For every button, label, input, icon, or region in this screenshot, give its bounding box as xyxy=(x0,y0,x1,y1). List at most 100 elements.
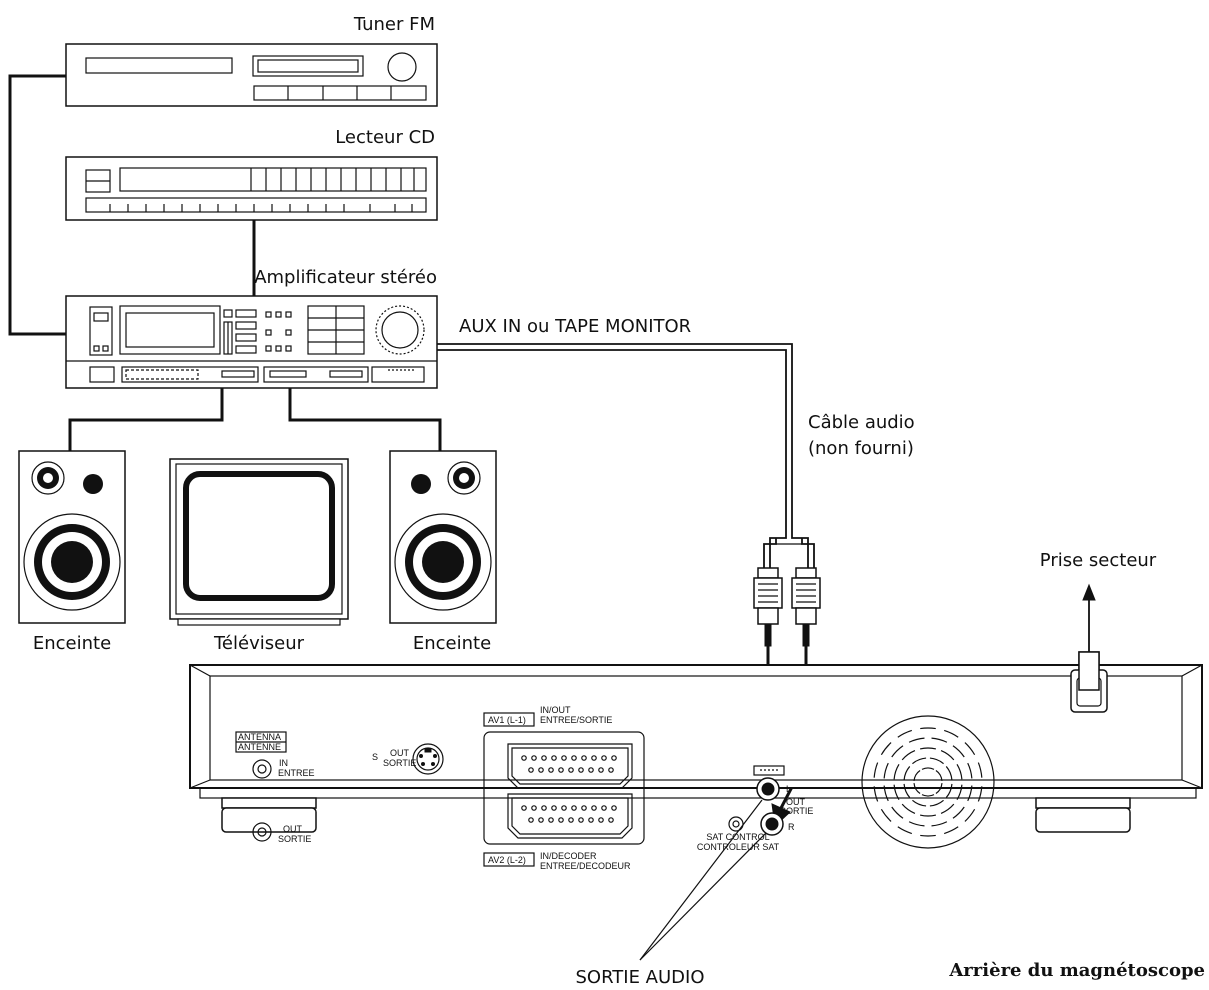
scart-pin xyxy=(611,805,617,811)
fan-slot xyxy=(880,742,892,756)
scart-pin xyxy=(588,767,594,773)
tuner-label: Tuner FM xyxy=(353,14,435,35)
scart-pin xyxy=(521,805,527,811)
scart-pin xyxy=(581,755,587,761)
s-video-label: S xyxy=(372,752,378,762)
vcr-rear-label: Arrière du magnétoscope xyxy=(948,960,1205,981)
cd-player xyxy=(65,156,438,221)
scart-pin xyxy=(608,817,614,823)
scart-pin xyxy=(548,817,554,823)
aux-label: AUX IN ou TAPE MONITOR xyxy=(459,316,691,337)
antenna-out-label-2: SORTIE xyxy=(278,834,311,844)
scart-pin xyxy=(598,767,604,773)
fan-slot xyxy=(921,794,935,797)
antenna-out-jack xyxy=(252,822,272,842)
fan-slot xyxy=(945,766,953,781)
right-speaker-label: Enceinte xyxy=(413,633,491,654)
antenna-in-jack xyxy=(252,759,272,779)
audio-out-pointer xyxy=(639,799,767,961)
scart-pin xyxy=(551,805,557,811)
sat-label-2: CONTROLEUR SAT xyxy=(697,842,780,852)
fan-slot xyxy=(883,762,889,779)
audio-r-label: R xyxy=(788,822,795,832)
cd-label: Lecteur CD xyxy=(335,127,435,148)
scart-pin xyxy=(531,755,537,761)
fan-slot xyxy=(977,762,983,778)
av2-box xyxy=(483,852,535,867)
audio-out-bracket xyxy=(753,765,785,776)
tuner-fm xyxy=(65,43,438,107)
fan-slot xyxy=(977,786,983,802)
scart-pin xyxy=(521,755,527,761)
fan-slot xyxy=(967,762,973,779)
scart-pin xyxy=(591,755,597,761)
fan-slot xyxy=(919,814,937,817)
fan-slot xyxy=(956,763,963,780)
fan-slot xyxy=(901,750,916,761)
cd-buttons xyxy=(250,168,415,191)
fan-slot xyxy=(903,783,911,798)
fan-slot xyxy=(920,727,936,730)
fan-slot xyxy=(908,737,925,743)
av1-box xyxy=(483,712,535,727)
fan-slot xyxy=(883,785,889,802)
scart-pin xyxy=(611,755,617,761)
scart-pin xyxy=(541,805,547,811)
scart-pin xyxy=(538,767,544,773)
antenna-in-label-2: ENTREE xyxy=(278,768,315,778)
fan-slot xyxy=(873,786,879,802)
scart-pin xyxy=(578,767,584,773)
av2-desc-1: IN/DECODER xyxy=(540,851,597,861)
left-speaker xyxy=(18,450,126,624)
scart-pin xyxy=(558,817,564,823)
audio-out-jack-r xyxy=(760,812,784,836)
fan-slot xyxy=(956,784,963,801)
av1-desc-1: IN/OUT xyxy=(540,705,571,715)
fan-slot xyxy=(929,757,944,765)
fan-slot xyxy=(901,803,916,814)
scart-pin xyxy=(581,805,587,811)
scart-pin xyxy=(568,817,574,823)
fan-slot xyxy=(940,803,955,814)
scart-pin xyxy=(608,767,614,773)
fan-slot xyxy=(931,737,948,743)
scart-pin xyxy=(588,817,594,823)
antenna-in-label-1: IN xyxy=(279,758,288,768)
fan-slot xyxy=(873,762,879,778)
scart-panel xyxy=(483,731,645,845)
scart-pin xyxy=(591,805,597,811)
fan-slot xyxy=(931,821,948,827)
fan-slot xyxy=(891,745,904,758)
vcr-rear-panel xyxy=(189,664,1203,833)
scart-pin xyxy=(528,817,534,823)
scart-pin xyxy=(531,805,537,811)
amp-left-speaker-cable xyxy=(68,388,224,451)
audio-cable xyxy=(437,343,815,568)
fan-slot xyxy=(964,808,976,822)
right-speaker xyxy=(389,450,497,624)
fan-slot xyxy=(897,826,913,835)
av1-label: AV1 (L-1) xyxy=(488,715,526,725)
cable-label-2: (non fourni) xyxy=(808,438,914,459)
scart-pins xyxy=(521,755,617,823)
audio-out-label: SORTIE AUDIO xyxy=(575,967,704,988)
scart-pin xyxy=(598,817,604,823)
fan-slot xyxy=(920,834,936,837)
fan-grille xyxy=(861,715,995,849)
audio-out-label-1: OUT xyxy=(786,797,806,807)
fan-slot xyxy=(897,729,913,738)
fan-slot xyxy=(919,747,937,750)
s-out-label-1: OUT xyxy=(390,748,410,758)
audio-out-jack-l xyxy=(756,777,780,801)
fan-slot xyxy=(945,783,953,798)
scart-pin xyxy=(578,817,584,823)
antenna-label-fr: ANTENNE xyxy=(238,742,281,752)
scart-pin xyxy=(571,755,577,761)
mains-label: Prise secteur xyxy=(1040,550,1157,571)
antenna-out-jack-center xyxy=(257,827,267,837)
scart-pin xyxy=(571,805,577,811)
fan-slot xyxy=(891,806,904,819)
fan-slot xyxy=(929,799,944,807)
fan-slot xyxy=(912,799,927,807)
